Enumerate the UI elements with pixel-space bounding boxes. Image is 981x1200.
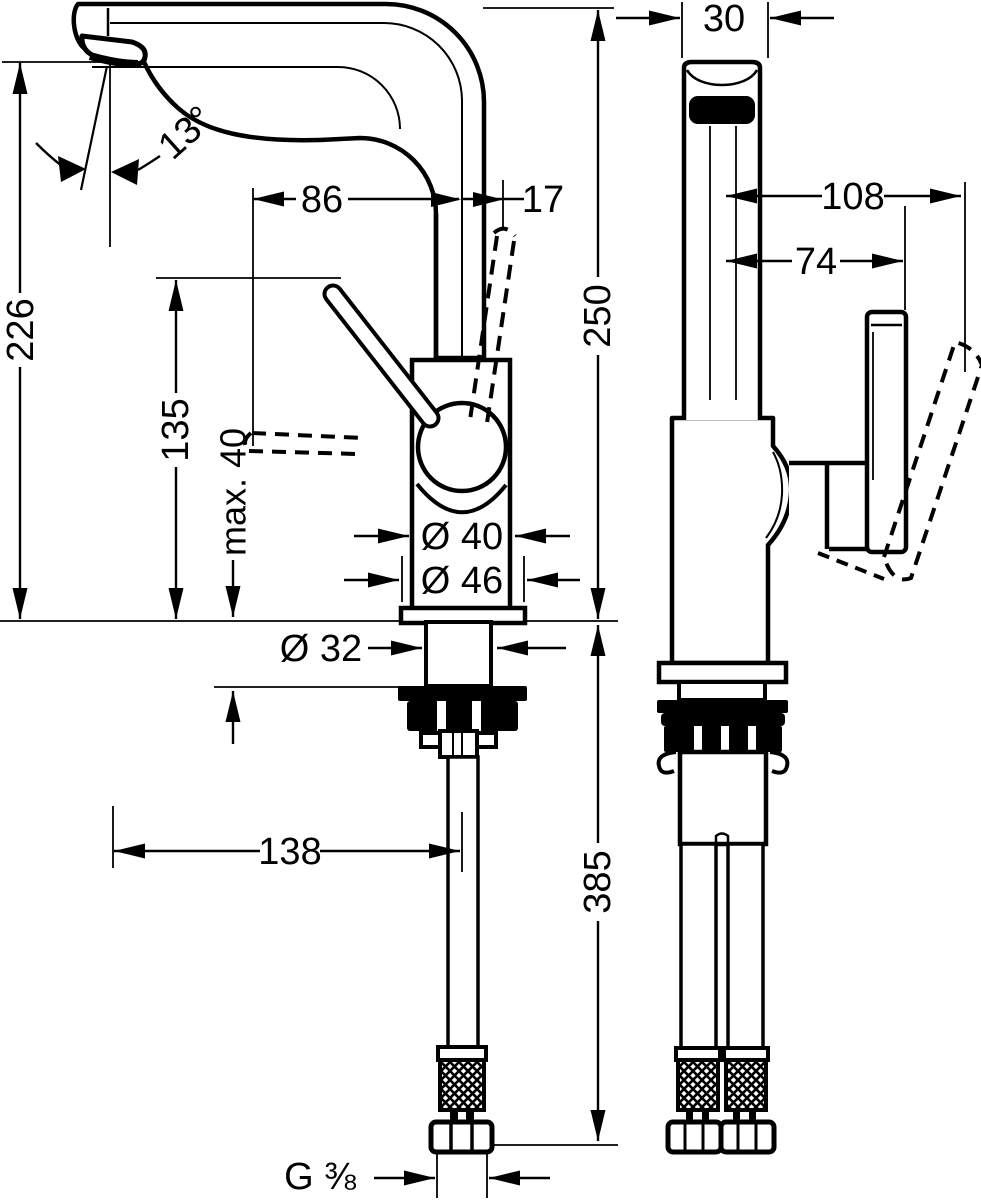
dim-30-label: 30	[703, 0, 745, 40]
dim-17-label: 17	[522, 179, 564, 221]
dim-dia40: Ø 40	[354, 516, 570, 558]
supply-hose	[446, 755, 480, 1049]
hose-connector-nut	[428, 1119, 495, 1155]
hose-neck	[686, 1110, 693, 1126]
dim-dia32: Ø 32	[280, 628, 566, 670]
lever-grip-dashed-tilted	[881, 339, 981, 582]
side-flange-ring	[661, 713, 785, 726]
spout-inner-line-top	[110, 22, 463, 452]
hose-braid	[676, 1058, 720, 1112]
side-body-bulge-line	[765, 451, 784, 539]
bracket-hook-left	[656, 750, 677, 775]
mounting-flange	[398, 686, 527, 701]
nut-facet-slit	[694, 726, 702, 752]
hose-neck	[466, 1110, 474, 1126]
side-spout-column	[681, 59, 763, 420]
dim-385-label: 385	[577, 850, 619, 913]
nut-facet-slit	[472, 701, 481, 731]
mounting-shank	[424, 620, 493, 688]
dim-138: 138	[114, 831, 460, 873]
lever-dashed-raised	[468, 226, 517, 424]
threaded-stud	[438, 729, 479, 759]
nut-facet-slit	[748, 726, 756, 752]
dim-74: 74	[726, 241, 903, 283]
dim-226: 226	[0, 63, 42, 619]
dim-dia32-label: Ø 32	[280, 628, 362, 670]
nut-facet-slit	[721, 726, 729, 752]
dim-74-label: 74	[795, 241, 837, 283]
joint-lower-arc	[415, 482, 508, 515]
side-view	[656, 59, 981, 1155]
side-flange-ring	[657, 700, 788, 713]
side-connector-block	[677, 749, 769, 847]
spout-inner-line-bottom	[92, 66, 401, 130]
dim-108: 108	[726, 176, 961, 218]
aerator-face	[88, 52, 139, 68]
bracket-hook-right	[769, 750, 790, 775]
block-notch	[714, 832, 730, 844]
dim-dia40-label: Ø 40	[421, 516, 503, 558]
hose-neck	[450, 1110, 458, 1126]
stud-wing-right	[475, 731, 498, 749]
dim-86-label: 86	[301, 179, 343, 221]
side-base-plate	[656, 660, 789, 685]
dim-138-label: 138	[258, 831, 321, 873]
hose-neck	[749, 1110, 756, 1126]
mounting-nut	[407, 701, 518, 731]
side-shank-stem	[677, 680, 767, 702]
dim-17: 17	[461, 179, 564, 221]
hose-neck	[733, 1110, 740, 1126]
front-view	[71, 1, 528, 1155]
hose-neck	[702, 1110, 709, 1126]
dim-dia46-label: Ø 46	[421, 560, 503, 602]
dim-thread-label: G ⅜	[284, 1156, 356, 1198]
hose-connector-nut	[718, 1119, 777, 1155]
dim-max40-label: max. 40	[213, 428, 254, 556]
hose-connector-nut	[665, 1119, 724, 1155]
dim-86: 86	[253, 179, 461, 221]
dimensions: 13° 226 135 max. 40 86	[0, 0, 961, 1198]
dim-max40: max. 40	[213, 428, 254, 744]
hose-braid	[724, 1058, 768, 1112]
dim-250: 250	[577, 10, 619, 619]
side-aerator-band	[689, 96, 755, 124]
dim-dia46: Ø 46	[344, 560, 580, 602]
dim-135-label: 135	[155, 398, 197, 461]
lever-grip-dashed-underline	[817, 551, 885, 581]
lever-dashed-horizontal	[243, 431, 364, 456]
dim-226-label: 226	[0, 298, 42, 361]
side-column-cap-line	[685, 69, 759, 87]
side-hose-right	[726, 842, 765, 1050]
dim-135: 135	[155, 280, 197, 619]
stud-wing-left	[419, 731, 442, 749]
side-hose-left	[679, 842, 718, 1050]
dim-385: 385	[577, 625, 619, 1141]
dim-108-label: 108	[821, 176, 884, 218]
lever-handle-fill	[326, 287, 437, 425]
hose-braid	[438, 1058, 486, 1112]
dim-30: 30	[616, 0, 834, 40]
dim-thread: G ⅜	[284, 1156, 550, 1198]
ball-joint	[415, 400, 509, 494]
nut-facet-slit	[437, 701, 446, 731]
dim-250-label: 250	[577, 284, 619, 347]
